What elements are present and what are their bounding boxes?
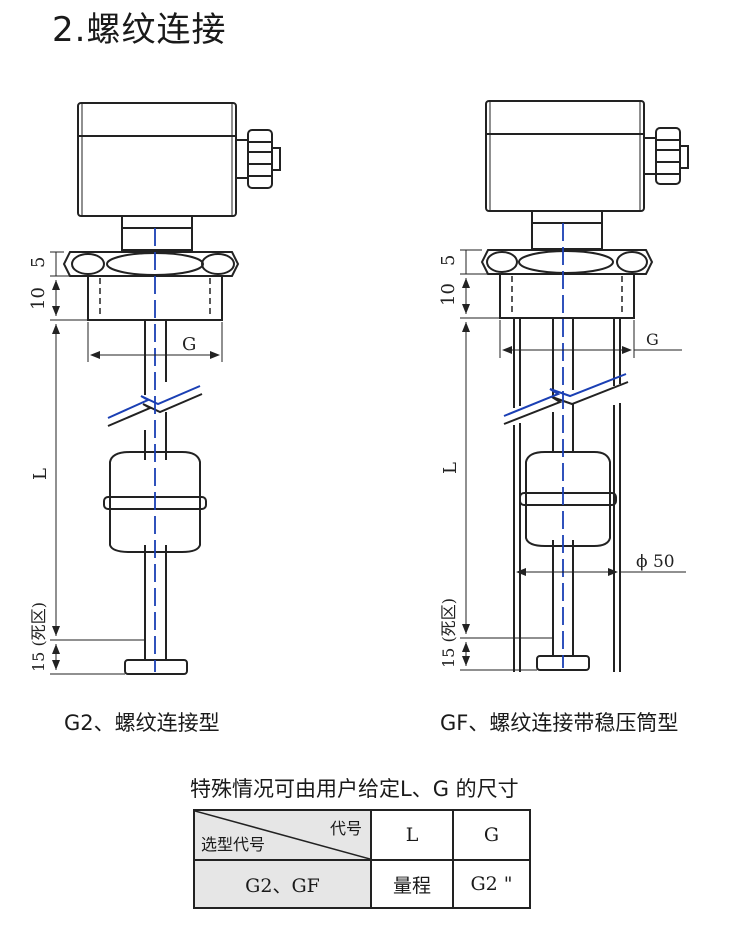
diagonal-line: [195, 811, 370, 859]
right-dim-5: 5: [438, 255, 459, 266]
right-dim-10: 10: [438, 283, 459, 306]
left-diagram: [50, 102, 281, 675]
left-dim-dead: 15 (死区): [29, 602, 48, 672]
right-junction-box: [485, 100, 645, 212]
right-arrows: [462, 278, 632, 666]
right-cable-gland: [643, 137, 657, 175]
left-dim-L: L: [30, 468, 51, 480]
right-float: [525, 451, 611, 547]
row-G: G2 ": [452, 859, 531, 909]
table-title: 特殊情况可由用户给定L、G 的尺寸: [190, 777, 519, 801]
left-float: [109, 451, 201, 553]
header-diagonal-cell: 代号 选型代号: [193, 809, 372, 861]
left-cable-gland: [235, 139, 249, 179]
left-junction-box: [77, 102, 237, 217]
header-model-label: 选型代号: [201, 835, 266, 854]
right-dim-dead: 15 (死区): [439, 598, 458, 668]
right-dim-L: L: [440, 462, 461, 474]
table-header-row: 代号 选型代号 L G: [193, 809, 531, 861]
left-dim-5: 5: [28, 257, 49, 268]
left-arrows: [52, 280, 220, 670]
header-L: L: [370, 809, 454, 861]
header-code-label: 代号: [329, 819, 362, 838]
page-title: 2.螺纹连接: [52, 10, 227, 50]
right-thread: [499, 273, 635, 319]
left-caption: G2、螺纹连接型: [64, 711, 220, 735]
right-hex-nut: [480, 249, 654, 275]
left-dim-G: G: [182, 334, 196, 355]
right-caption: GF、螺纹连接带稳压筒型: [440, 711, 679, 735]
spec-table: 代号 选型代号 L G G2、GF 量程 G2 ": [193, 809, 531, 909]
left-dim-10: 10: [28, 287, 49, 310]
row-L: 量程: [370, 859, 454, 909]
right-dim-phi: ϕ 50: [636, 552, 675, 572]
left-bottom-stop: [124, 659, 188, 675]
header-G: G: [452, 809, 531, 861]
sensor-diagrams: 5 10 L 15 (死区) G: [28, 100, 689, 675]
row-model: G2、GF: [193, 859, 372, 909]
table-row: G2、GF 量程 G2 ": [193, 859, 531, 909]
left-hex-nut: [62, 251, 240, 277]
right-diagram: [460, 100, 689, 672]
right-dim-G: G: [646, 330, 659, 349]
